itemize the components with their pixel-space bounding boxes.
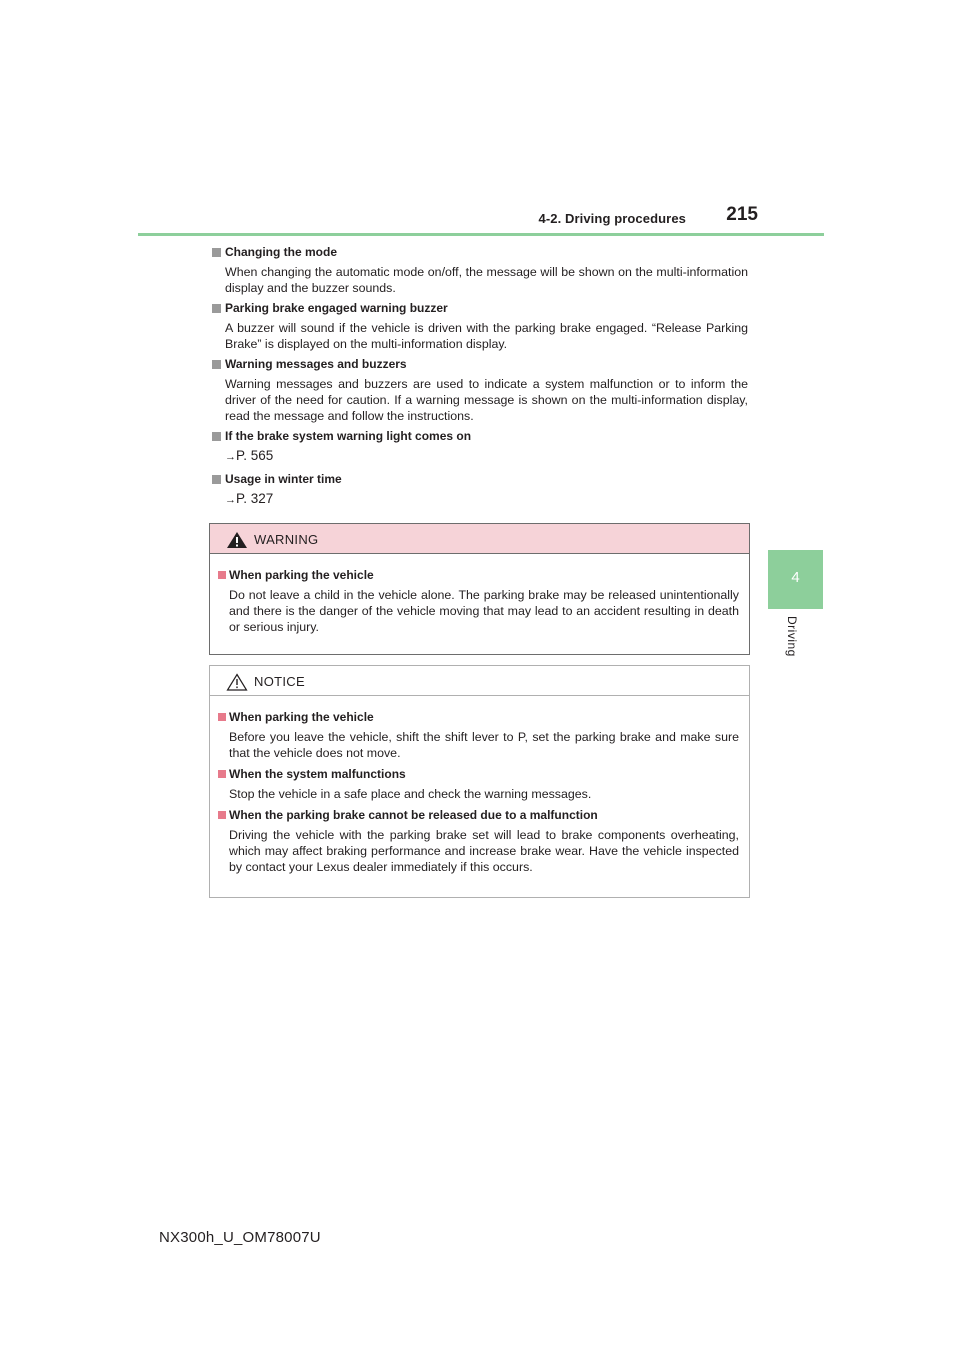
list-item: Parking brake engaged warning buzzer A b… [212, 300, 748, 352]
warning-box: WARNING When parking the vehicle Do not … [209, 523, 750, 655]
notice-header: NOTICE [210, 666, 749, 696]
square-bullet-icon [218, 571, 226, 579]
header-rule [138, 233, 824, 236]
item-heading: Changing the mode [225, 245, 337, 259]
chapter-tab[interactable]: 4 [768, 550, 823, 609]
square-bullet-icon [218, 713, 226, 721]
list-item: When the parking brake cannot be release… [218, 807, 739, 875]
item-text: Driving the vehicle with the parking bra… [229, 828, 739, 874]
arrow-right-icon: → [225, 451, 236, 463]
warning-triangle-filled-icon [227, 532, 247, 548]
chapter-label: Driving [785, 616, 799, 657]
warning-label: WARNING [254, 532, 319, 547]
square-bullet-icon [212, 360, 221, 369]
item-heading: Usage in winter time [225, 472, 342, 486]
square-bullet-icon [212, 304, 221, 313]
list-item: Usage in winter time →P. 327 [212, 471, 748, 510]
manual-code: NX300h_U_OM78007U [159, 1229, 321, 1246]
square-bullet-icon [218, 811, 226, 819]
item-heading: Warning messages and buzzers [225, 357, 407, 371]
item-heading: Parking brake engaged warning buzzer [225, 301, 448, 315]
square-bullet-icon [218, 770, 226, 778]
warning-header: WARNING [210, 524, 749, 554]
item-heading: When the system malfunctions [229, 767, 406, 781]
square-bullet-icon [212, 475, 221, 484]
list-item: Changing the mode When changing the auto… [212, 244, 748, 296]
item-text: When changing the automatic mode on/off,… [225, 265, 748, 295]
item-text: Stop the vehicle in a safe place and che… [229, 787, 592, 801]
page-reference-text: P. 565 [236, 448, 274, 463]
item-text: Before you leave the vehicle, shift the … [229, 730, 739, 760]
list-item: If the brake system warning light comes … [212, 428, 748, 467]
item-heading: When parking the vehicle [229, 710, 374, 724]
notice-label: NOTICE [254, 674, 305, 689]
page-reference-text: P. 327 [236, 491, 274, 506]
item-heading: If the brake system warning light comes … [225, 429, 472, 443]
list-item: When parking the vehicle Do not leave a … [218, 567, 739, 635]
list-item: When parking the vehicle Before you leav… [218, 709, 739, 761]
list-item: When the system malfunctions Stop the ve… [218, 766, 739, 802]
page-number: 215 [726, 204, 758, 225]
notice-box: NOTICE When parking the vehicle Before y… [209, 665, 750, 898]
page-reference-link[interactable]: →P. 327 [212, 489, 748, 510]
item-text: Warning messages and buzzers are used to… [225, 377, 748, 423]
section-title: 4-2. Driving procedures [538, 211, 686, 226]
warning-triangle-outline-icon [226, 673, 248, 691]
list-item: Warning messages and buzzers Warning mes… [212, 356, 748, 424]
item-text: Do not leave a child in the vehicle alon… [229, 588, 739, 634]
chapter-number: 4 [791, 569, 800, 586]
square-bullet-icon [212, 248, 221, 257]
square-bullet-icon [212, 432, 221, 441]
page-header: 4-2. Driving procedures 215 [138, 200, 824, 236]
item-heading: When the parking brake cannot be release… [229, 808, 598, 822]
page-reference-link[interactable]: →P. 565 [212, 446, 748, 467]
item-text: A buzzer will sound if the vehicle is dr… [225, 321, 748, 351]
item-heading: When parking the vehicle [229, 568, 374, 582]
body-content: Changing the mode When changing the auto… [212, 244, 748, 514]
arrow-right-icon: → [225, 494, 236, 506]
